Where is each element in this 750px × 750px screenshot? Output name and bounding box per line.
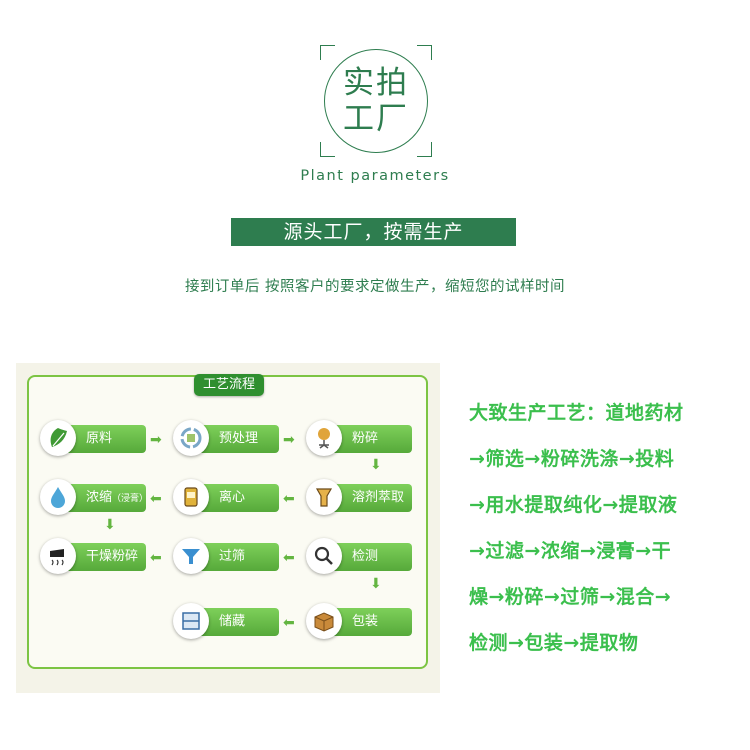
- step-label: 浓缩（浸膏）: [86, 484, 148, 513]
- arrow-down-icon: ⬇: [370, 576, 382, 592]
- process-line: →用水提取纯化→提取液: [469, 494, 678, 516]
- process-line: 大致生产工艺：道地药材: [469, 402, 684, 424]
- step-concentration: 浓缩（浸膏）: [40, 479, 148, 515]
- arrow-left-icon: ⬅: [150, 550, 162, 566]
- step-sieving: 过筛: [173, 538, 279, 574]
- box-icon: [306, 603, 342, 639]
- step-label: 原料: [86, 431, 113, 446]
- description-text: 接到订单后 按照客户的要求定做生产，缩短您的试样时间: [184, 279, 566, 295]
- corner-decoration: [320, 45, 335, 60]
- grinder-icon: [306, 420, 342, 456]
- arrow-left-icon: ⬅: [150, 491, 162, 507]
- arrow-left-icon: ⬅: [283, 491, 295, 507]
- step-drying-grinding: 干燥粉碎: [40, 538, 146, 574]
- step-label: 过筛: [219, 549, 246, 564]
- step-label: 溶剂萃取: [352, 490, 405, 505]
- step-grinding: 粉碎: [306, 420, 412, 456]
- slogan-banner: 源头工厂，按需生产: [231, 218, 516, 246]
- step-label-main: 浓缩: [86, 490, 113, 505]
- storage-icon: [173, 603, 209, 639]
- process-line: 燥→粉碎→过筛→混合→: [469, 586, 672, 608]
- step-label: 检测: [352, 549, 379, 564]
- process-description: 大致生产工艺：道地药材 →筛选→粉碎洗涤→投料 →用水提取纯化→提取液 →过滤→…: [469, 390, 739, 666]
- water-drop-icon: [40, 479, 76, 515]
- magnifier-icon: [306, 538, 342, 574]
- step-storage: 储藏: [173, 603, 279, 639]
- step-pretreatment: 预处理: [173, 420, 279, 456]
- process-line: 检测→包装→提取物: [469, 632, 639, 654]
- arrow-down-icon: ⬇: [104, 517, 116, 533]
- funnel-icon: [173, 538, 209, 574]
- recycle-icon: [173, 420, 209, 456]
- step-label: 离心: [219, 490, 246, 505]
- process-line: →过滤→浓缩→浸膏→干: [469, 540, 672, 562]
- step-centrifuge: 离心: [173, 479, 279, 515]
- arrow-left-icon: ⬅: [283, 615, 295, 631]
- factory-badge: 实拍 工厂: [320, 45, 432, 157]
- flowchart-title: 工艺流程: [194, 374, 264, 396]
- step-label: 粉碎: [352, 431, 379, 446]
- arrow-left-icon: ⬅: [283, 550, 295, 566]
- step-raw-material: 原料: [40, 420, 146, 456]
- corner-decoration: [320, 142, 335, 157]
- corner-decoration: [417, 142, 432, 157]
- badge-line1: 实拍: [343, 65, 409, 101]
- process-flowchart: 工艺流程 原料 ➡ 预处理 ➡ 粉碎 ⬇ 浓缩（浸膏） ⬅ 离心 ⬅: [16, 363, 440, 693]
- step-solvent-extraction: 溶剂萃取: [306, 479, 412, 515]
- badge-ring: [324, 49, 428, 153]
- leaf-icon: [40, 420, 76, 456]
- badge-line2: 工厂: [343, 101, 409, 137]
- step-label: 预处理: [219, 431, 259, 446]
- section-subtitle: Plant parameters: [300, 168, 450, 184]
- process-line: →筛选→粉碎洗涤→投料: [469, 448, 675, 470]
- dryer-icon: [40, 538, 76, 574]
- step-testing: 检测: [306, 538, 412, 574]
- centrifuge-icon: [173, 479, 209, 515]
- arrow-right-icon: ➡: [150, 432, 162, 448]
- step-label: 干燥粉碎: [86, 549, 139, 564]
- arrow-down-icon: ⬇: [370, 457, 382, 473]
- arrow-right-icon: ➡: [283, 432, 295, 448]
- corner-decoration: [417, 45, 432, 60]
- step-packaging: 包装: [306, 603, 412, 639]
- step-label-note: （浸膏）: [112, 494, 149, 504]
- step-label: 包装: [352, 614, 379, 629]
- step-label: 储藏: [219, 614, 246, 629]
- extraction-icon: [306, 479, 342, 515]
